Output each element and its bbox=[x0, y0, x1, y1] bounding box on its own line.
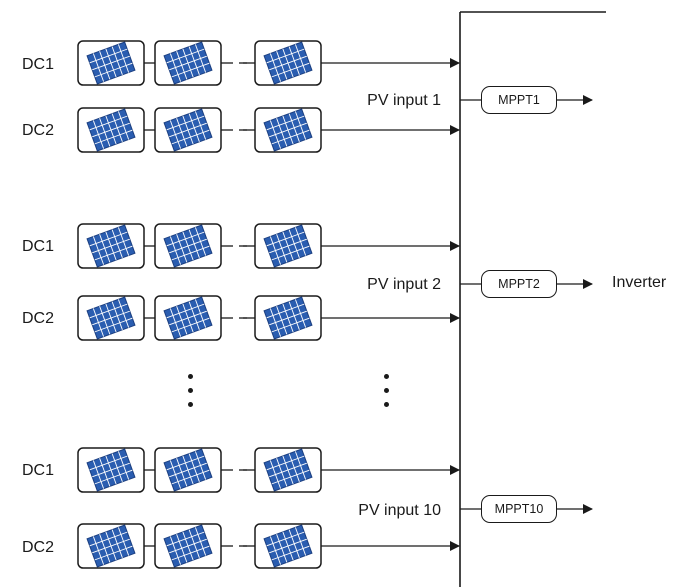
group3-dc2-panel-2 bbox=[154, 523, 222, 569]
group3-dc2-label: DC2 bbox=[22, 539, 55, 556]
group2-dc2-panel-1 bbox=[77, 295, 145, 341]
mppt10-box: MPPT10 bbox=[481, 495, 557, 523]
group2-dc1-panel-3 bbox=[254, 223, 322, 269]
ellipsis-right bbox=[384, 374, 390, 416]
mppt1-box: MPPT1 bbox=[481, 86, 557, 114]
group1-dc1-panel-2 bbox=[154, 40, 222, 86]
group1-dc1-panel-3 bbox=[254, 40, 322, 86]
group2-dc2-panel-2 bbox=[154, 295, 222, 341]
group3-dc1-panel-1 bbox=[77, 447, 145, 493]
group1-dc2-panel-2 bbox=[154, 107, 222, 153]
group2-dc1-panel-2 bbox=[154, 223, 222, 269]
group3-dc1-panel-2 bbox=[154, 447, 222, 493]
group1-dc1-panel-1 bbox=[77, 40, 145, 86]
group2-dc1-label: DC1 bbox=[22, 238, 55, 255]
group3-dc2-panel-1 bbox=[77, 523, 145, 569]
inverter-label: Inverter bbox=[612, 274, 667, 291]
group3-dc1-label: DC1 bbox=[22, 462, 55, 479]
group1-dc1-label: DC1 bbox=[22, 56, 55, 73]
mppt2-box: MPPT2 bbox=[481, 270, 557, 298]
group1-dc2-panel-3 bbox=[254, 107, 322, 153]
group1-dc2-panel-1 bbox=[77, 107, 145, 153]
group2-dc2-panel-3 bbox=[254, 295, 322, 341]
group2-dc2-label: DC2 bbox=[22, 310, 55, 327]
pv-input-1-label: PV input 1 bbox=[367, 92, 441, 109]
group2-dc1-panel-1 bbox=[77, 223, 145, 269]
ellipsis-left bbox=[188, 374, 194, 416]
group1-dc2-label: DC2 bbox=[22, 122, 55, 139]
pv-input-10-label: PV input 10 bbox=[358, 502, 441, 519]
group3-dc1-panel-3 bbox=[254, 447, 322, 493]
group3-dc2-panel-3 bbox=[254, 523, 322, 569]
pv-input-2-label: PV input 2 bbox=[367, 276, 441, 293]
